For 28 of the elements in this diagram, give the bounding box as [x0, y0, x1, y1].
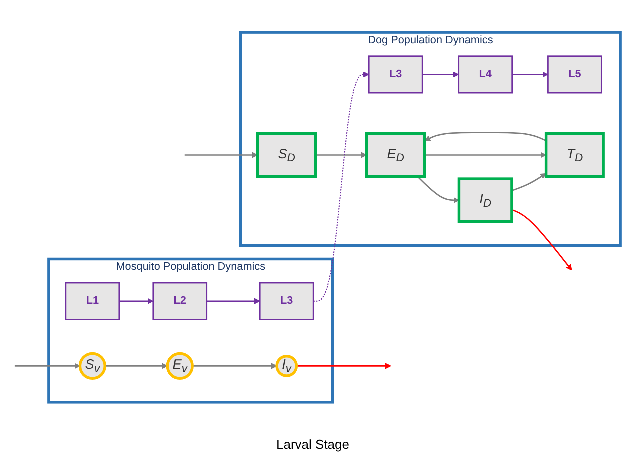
arrow	[192, 363, 278, 370]
arrow	[424, 152, 547, 158]
arrow	[206, 298, 260, 304]
arrow	[512, 72, 548, 78]
larval-stage-box: L4	[458, 56, 513, 94]
arrow	[105, 363, 168, 370]
arrow	[512, 173, 547, 192]
dashed-arrow	[314, 72, 370, 302]
dog-state-box: E$_{D}$	[365, 132, 426, 178]
arrow	[422, 72, 460, 78]
arrow	[316, 152, 368, 158]
larval-stage-box: L5	[548, 56, 602, 94]
arrow	[119, 298, 154, 304]
arrow	[184, 152, 258, 158]
larval-stage-box: L3	[368, 56, 424, 94]
arrow	[512, 209, 572, 271]
arrow	[296, 363, 392, 370]
larval-stage-box: L2	[152, 282, 208, 320]
dog-state-box: S$_{D}$	[256, 132, 318, 178]
dog-state-box: T$_{D}$	[544, 132, 605, 178]
arrow	[14, 363, 80, 370]
side-label: Larval Stage	[276, 437, 350, 452]
larval-stage-box: L1	[65, 282, 120, 320]
arrow	[417, 176, 460, 204]
dog-state-box: I$_{D}$	[458, 178, 514, 224]
arrow	[424, 132, 547, 142]
mosquito-state-circle: I$_{v}$	[276, 355, 298, 378]
larval-stage-box: L3	[259, 282, 314, 320]
